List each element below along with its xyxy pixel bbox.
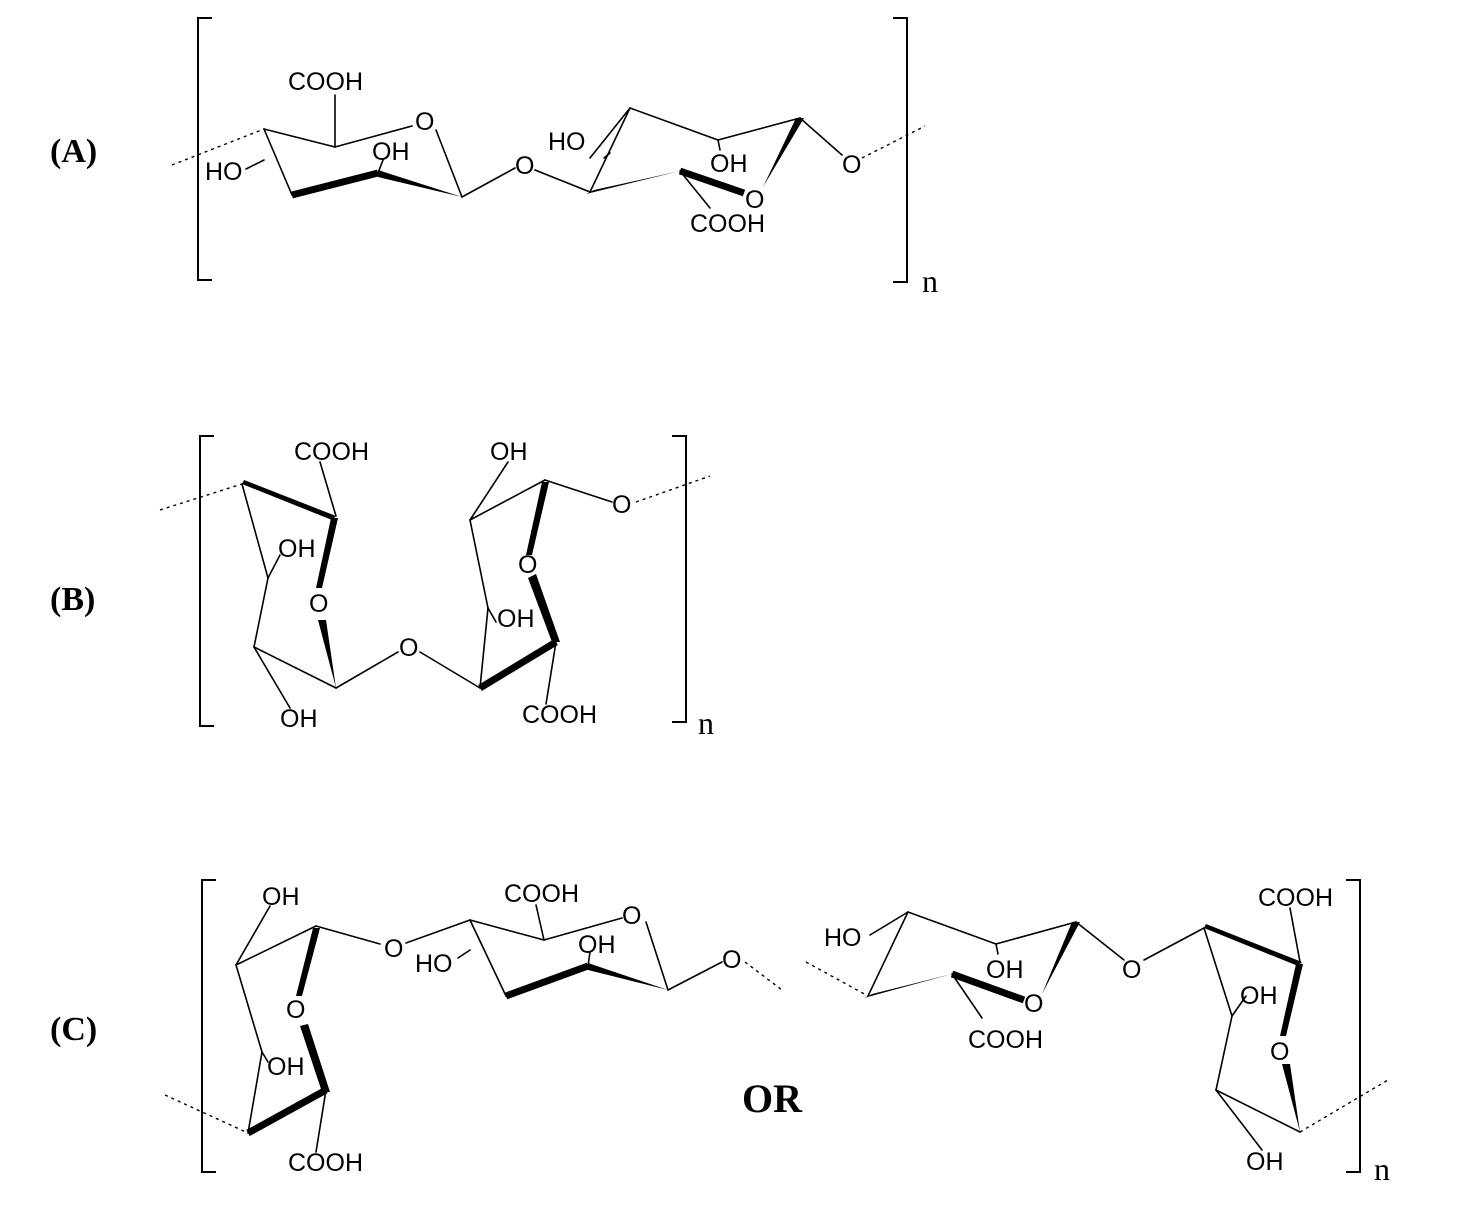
panel-b-oh-1: OH [278,535,316,563]
panel-c-glycosidic-oxygen-2: O [1122,956,1141,984]
panel-c-chain-left-2 [744,961,783,991]
panel-a-glycosidic-oxygen: O [515,152,534,180]
panel-a-oh-1: OH [372,138,410,166]
panel-b-cooh-1: COOH [294,438,369,466]
panel-b-glycosidic-bond-1 [335,651,399,689]
panel-a-ring-2 [586,107,843,209]
panel-a-cooh-2: COOH [690,210,765,238]
panel-a-oh-2: OH [710,150,748,178]
panel-c-left-bracket [201,879,216,1173]
panel-c-ring-oxygen-2: O [622,902,641,930]
panel-a-chain-right [861,125,926,159]
panel-a-left-bracket [197,17,212,281]
panel-b-label: (B) [50,581,95,618]
panel-c-glycosidic-oxygen-1: O [384,935,403,963]
panel-a-chain-left [171,128,265,166]
panel-b-ring-oxygen-1: O [309,590,328,618]
panel-b-chain-right [635,475,711,503]
panel-a-glycosidic-bond-1 [461,167,516,198]
panel-a-cooh-1: COOH [288,68,363,96]
panel-c-ring-oxygen-1: O [286,996,305,1024]
panel-b-linking-oxygen: O [612,491,631,519]
panel-b-glycosidic-oxygen: O [399,634,418,662]
panel-c-left-ring-2 [457,904,723,1000]
panel-c-ring-oxygen-4: O [1270,1038,1289,1066]
panel-c-oh-1: OH [262,883,300,911]
panel-c-ring-oxygen-3: O [1024,990,1043,1018]
panel-a-glycosidic-bond-2 [534,169,591,193]
panel-c-left-ring-1 [235,905,381,1153]
panel-b-ring-oxygen-2: O [518,551,537,579]
panel-b-ring-2 [469,461,613,705]
panel-b-oh-2: OH [280,705,318,733]
panel-a-ring-1 [245,94,463,199]
panel-a-ho-2: HO [548,128,586,156]
panel-a-ring-oxygen-1: O [415,108,434,136]
panel-c-ho-2: HO [824,924,862,952]
panel-c-right-bracket [1346,879,1361,1173]
panel-b-oh-3: OH [490,438,528,466]
panel-c-oh-2: OH [267,1053,305,1081]
panel-b-glycosidic-bond-2 [419,651,481,689]
panel-a-right-bracket [893,17,908,283]
panel-c-oh-4: OH [986,956,1024,984]
panel-b-right-bracket [672,435,687,723]
panel-c: (C) n OR [50,879,1390,1187]
panel-c-repeat-subscript: n [1374,1151,1390,1187]
panel-c-or-label: OR [742,1076,803,1121]
panel-a-ring-oxygen-2: O [745,186,764,214]
panel-b-left-bracket [199,435,214,727]
panel-c-right-glycosidic-bond [1143,927,1205,961]
panel-a-ho-1: HO [205,158,243,186]
panel-c-cooh-4: COOH [1258,884,1333,912]
panel-a-repeat-subscript: n [922,263,938,299]
panel-c-cooh-2: COOH [504,880,579,908]
panel-b: (B) n [50,435,714,741]
panel-a-linking-oxygen: O [842,151,861,179]
panel-a-label: (A) [50,133,97,170]
panel-b-repeat-subscript: n [698,705,714,741]
panel-c-left-glycosidic-bond [405,919,471,944]
panel-c-chain-left-1 [164,1094,249,1134]
panel-c-chain-right-2 [1299,1079,1389,1133]
panel-c-linking-oxygen-1: O [722,946,741,974]
panel-c-label: (C) [50,1011,97,1048]
panel-c-oh-3: OH [578,931,616,959]
panel-c-cooh-1: COOH [288,1149,363,1177]
panel-b-cooh-2: COOH [522,701,597,729]
panel-b-chain-left [159,483,243,511]
panel-c-right-ring-2 [1203,907,1303,1151]
panel-c-oh-6: OH [1246,1148,1284,1176]
panel-b-oh-4: OH [497,605,535,633]
panel-c-right-ring-1 [864,911,1125,1019]
panel-b-ring-1 [241,461,338,709]
panel-c-ho-1: HO [415,950,453,978]
panel-c-cooh-3: COOH [968,1026,1043,1054]
panel-a: (A) n [50,17,938,299]
panel-c-chain-right-1 [805,961,869,997]
panel-c-oh-5: OH [1240,982,1278,1010]
